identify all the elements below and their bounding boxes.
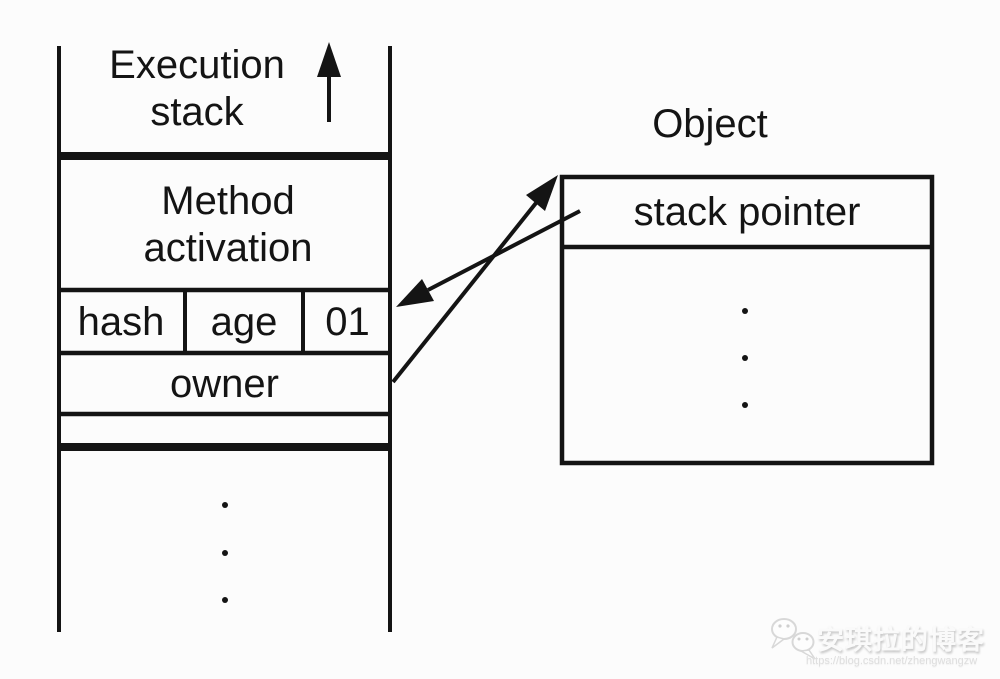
execution-stack-label: Execution stack [109, 43, 296, 134]
owner-to-object-arrow [391, 175, 558, 384]
up-arrow-icon [317, 42, 341, 122]
stack-pointer-to-stack-arrow [396, 209, 581, 307]
hash-cell: hash [77, 300, 165, 344]
object-box-outline [559, 174, 935, 466]
execution-stack-outline [57, 46, 392, 632]
watermark-blog-name: 安琪拉的博客 [817, 625, 985, 655]
object-title: Object [652, 101, 768, 146]
stack-ellipsis-dots [222, 502, 228, 603]
lock-bits-cell: 01 [325, 300, 370, 344]
watermark-blog-url: https://blog.csdn.net/zhengwangzw [806, 655, 978, 667]
wechat-icon [771, 618, 816, 660]
owner-cell: owner [170, 362, 279, 406]
stack-pointer-cell: stack pointer [633, 189, 861, 234]
age-cell: age [210, 300, 278, 344]
method-activation-cell: Method activation [143, 179, 313, 270]
object-ellipsis-dots [742, 308, 748, 408]
